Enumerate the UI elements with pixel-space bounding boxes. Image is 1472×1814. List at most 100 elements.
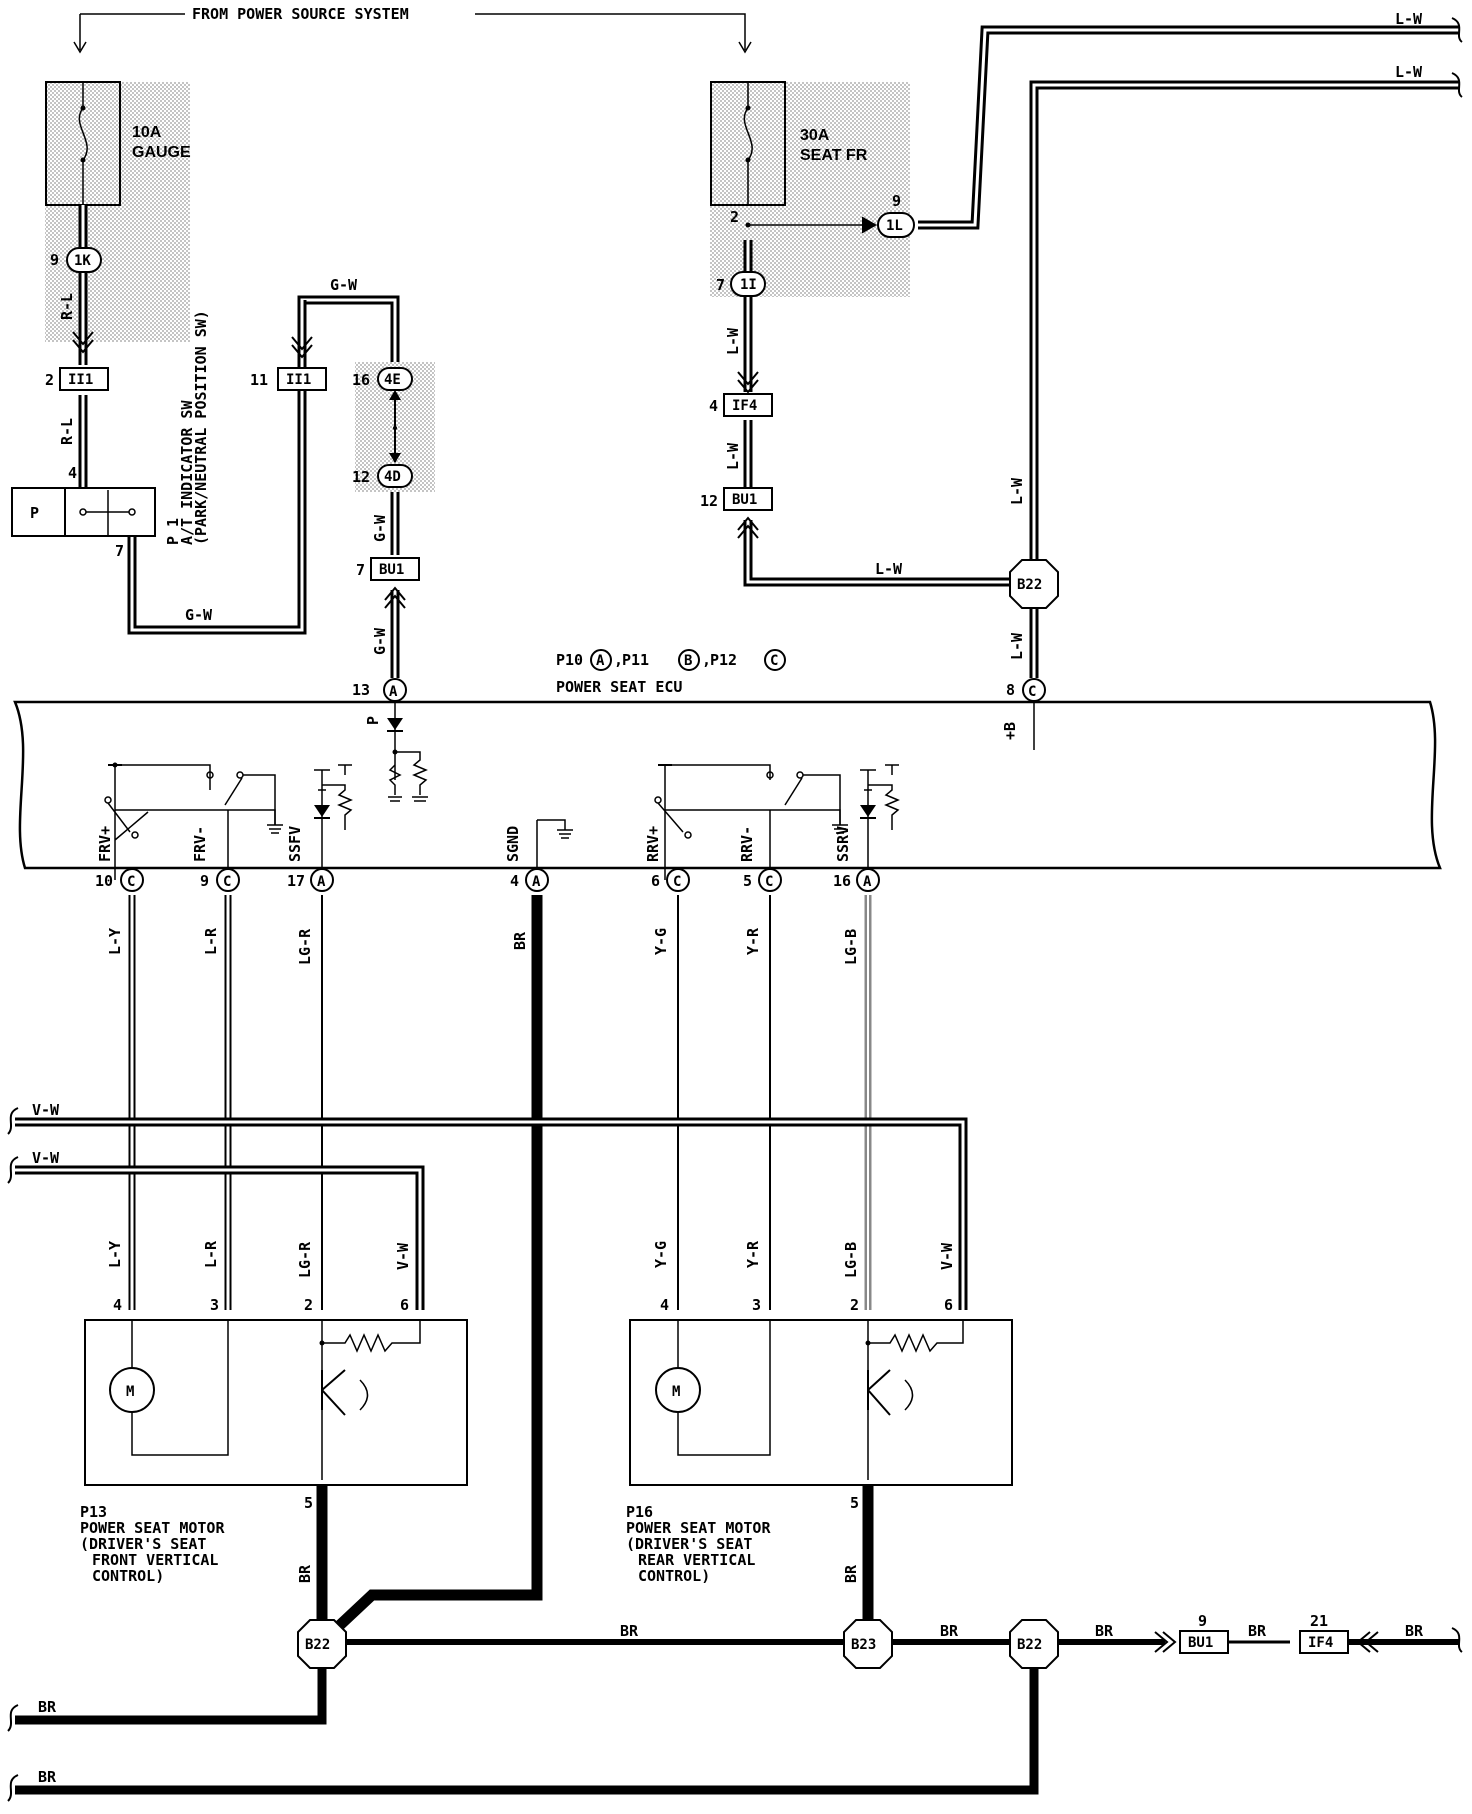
svg-text:C: C xyxy=(223,874,231,890)
connector-boxes: 1K II1 II1 4E 4D BU1 1L 1I IF4 BU1 xyxy=(59,212,1059,609)
svg-text:4D: 4D xyxy=(384,469,401,485)
svg-text:2: 2 xyxy=(850,1296,859,1314)
power-seat-ecu: A C xyxy=(13,678,1442,892)
svg-text:BU1: BU1 xyxy=(1188,1635,1213,1651)
top-source-label: FROM POWER SOURCE SYSTEM xyxy=(192,5,409,23)
svg-text:BR: BR xyxy=(1248,1622,1267,1640)
svg-text:C: C xyxy=(673,874,681,890)
svg-text:2: 2 xyxy=(730,208,739,226)
svg-text:LG-B: LG-B xyxy=(842,929,860,965)
svg-text:21: 21 xyxy=(1310,1612,1328,1630)
svg-text:B23: B23 xyxy=(851,1637,876,1653)
svg-text:4: 4 xyxy=(510,872,519,890)
power-source-line: FROM POWER SOURCE SYSTEM xyxy=(73,5,752,54)
svg-text:L-R: L-R xyxy=(202,1240,220,1268)
svg-text:A: A xyxy=(596,653,605,669)
svg-text:FRV+: FRV+ xyxy=(96,826,114,862)
svg-text:IF4: IF4 xyxy=(732,398,757,414)
svg-text:,: , xyxy=(702,651,711,669)
svg-text:Y-G: Y-G xyxy=(652,928,670,955)
svg-text:BR: BR xyxy=(296,1564,314,1583)
svg-text:BR: BR xyxy=(38,1768,57,1786)
svg-text:BR: BR xyxy=(620,1622,639,1640)
motor-icon: M xyxy=(672,1384,680,1400)
svg-text:L-Y: L-Y xyxy=(106,928,124,955)
bottom-splices: B22 B23 B22 BU1 IF4 xyxy=(297,1619,1379,1669)
break-marks xyxy=(7,17,1463,1802)
svg-text:1K: 1K xyxy=(74,253,91,269)
svg-text:A: A xyxy=(863,874,872,890)
connector-1I xyxy=(730,271,766,297)
svg-text:L-W: L-W xyxy=(1008,477,1026,505)
svg-text:LG-R: LG-R xyxy=(296,1241,314,1278)
svg-text:A: A xyxy=(532,874,541,890)
p1-switch: P P 1 A/T INDICATOR SW (PARK/NEUTRAL POS… xyxy=(11,310,210,545)
svg-text:G-W: G-W xyxy=(330,276,358,294)
svg-text:Y-G: Y-G xyxy=(652,1241,670,1268)
svg-text:BU1: BU1 xyxy=(379,562,404,578)
svg-text:8: 8 xyxy=(1006,681,1015,699)
svg-text:C: C xyxy=(127,874,135,890)
svg-text:BU1: BU1 xyxy=(732,492,757,508)
connector-BU1-left xyxy=(370,557,420,581)
p16-id: P16 xyxy=(626,1503,653,1521)
motor-p16: M P16 POWER SEAT MOTOR (DRIVER'S SEAT RE… xyxy=(626,1319,1013,1585)
svg-text:P12: P12 xyxy=(710,651,737,669)
p1-line2: (PARK/NEUTRAL POSITION SW) xyxy=(192,310,210,545)
svg-text:LG-R: LG-R xyxy=(296,928,314,965)
svg-text:6: 6 xyxy=(400,1296,409,1314)
svg-text:L-W: L-W xyxy=(724,327,742,355)
svg-text:P: P xyxy=(364,716,382,725)
svg-text:SSFV: SSFV xyxy=(286,826,304,862)
svg-text:FRONT VERTICAL: FRONT VERTICAL xyxy=(92,1551,218,1569)
svg-text:7: 7 xyxy=(716,276,725,294)
svg-text:5: 5 xyxy=(304,1494,313,1512)
fuse1-rating: 10A xyxy=(132,124,162,141)
svg-text:3: 3 xyxy=(210,1296,219,1314)
svg-text:L-R: L-R xyxy=(202,927,220,955)
svg-text:A: A xyxy=(389,684,398,700)
svg-text:CONTROL): CONTROL) xyxy=(638,1567,710,1585)
svg-text:13: 13 xyxy=(352,681,370,699)
wire-color-labels: R-L R-L G-W G-W G-W G-W L-W L-W L-W L-W … xyxy=(32,10,1424,1786)
svg-text:5: 5 xyxy=(850,1494,859,1512)
svg-text:12: 12 xyxy=(352,468,370,486)
p1-id: P 1 xyxy=(164,518,182,545)
svg-text:R-L: R-L xyxy=(58,293,76,320)
svg-text:Y-R: Y-R xyxy=(744,927,762,955)
svg-text:17: 17 xyxy=(287,872,305,890)
svg-text:REAR VERTICAL: REAR VERTICAL xyxy=(638,1551,755,1569)
connector-II1-left xyxy=(59,367,109,391)
svg-text:L-W: L-W xyxy=(1395,10,1423,28)
connector-1L xyxy=(877,212,915,238)
svg-text:+B: +B xyxy=(1001,722,1019,740)
svg-text:RRV-: RRV- xyxy=(738,826,756,862)
motor-icon: M xyxy=(126,1384,134,1400)
svg-text:4E: 4E xyxy=(384,372,401,388)
connector-II1-right xyxy=(277,367,327,391)
connector-BU1-mid xyxy=(723,487,773,511)
svg-text:FRV-: FRV- xyxy=(191,826,209,862)
svg-text:16: 16 xyxy=(352,371,370,389)
svg-text:9: 9 xyxy=(50,251,59,269)
p1-line1: A/T INDICATOR SW xyxy=(178,400,196,545)
svg-text:POWER SEAT MOTOR: POWER SEAT MOTOR xyxy=(80,1519,225,1537)
wires xyxy=(15,25,1460,1795)
svg-text:CONTROL): CONTROL) xyxy=(92,1567,164,1585)
fuse-gauge: 10A GAUGE xyxy=(45,81,191,342)
svg-text:B: B xyxy=(684,653,692,669)
svg-text:7: 7 xyxy=(356,561,365,579)
svg-text:P10: P10 xyxy=(556,651,583,669)
connector-4D xyxy=(377,464,413,488)
ecu-header: P10 A , P11 B , P12 C POWER SEAT ECU xyxy=(556,649,786,696)
svg-text:9: 9 xyxy=(200,872,209,890)
svg-text:7: 7 xyxy=(115,542,124,560)
svg-text:L-W: L-W xyxy=(875,560,903,578)
splice-B22-top xyxy=(1009,559,1059,609)
fuse2-name: SEAT FR xyxy=(800,147,868,164)
svg-text:L-W: L-W xyxy=(724,442,742,470)
svg-text:1L: 1L xyxy=(886,218,903,234)
svg-text:L-W: L-W xyxy=(1008,632,1026,660)
svg-text:G-W: G-W xyxy=(371,627,389,655)
svg-text:12: 12 xyxy=(700,492,718,510)
